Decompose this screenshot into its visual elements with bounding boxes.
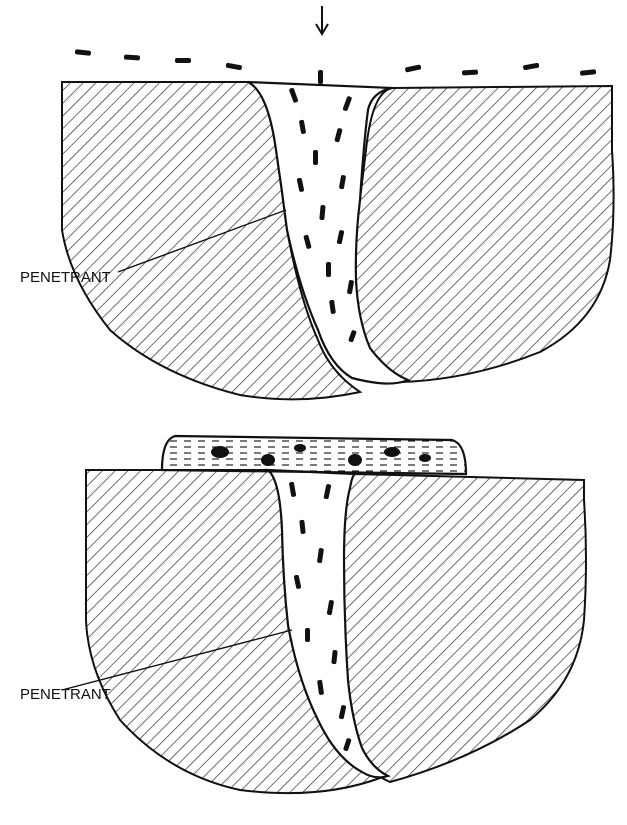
- top-penetrant-label: PENETRANT: [20, 269, 111, 286]
- bottom-panel: [62, 436, 586, 793]
- bottom-right-material: [341, 474, 586, 782]
- top-right-material: [354, 86, 614, 382]
- top-arrow: [316, 6, 328, 34]
- top-panel: [62, 6, 614, 399]
- bottom-penetrant-label: PENETRANT: [20, 686, 111, 703]
- developer-layer: [162, 436, 466, 474]
- top-surface-flow: [75, 49, 597, 76]
